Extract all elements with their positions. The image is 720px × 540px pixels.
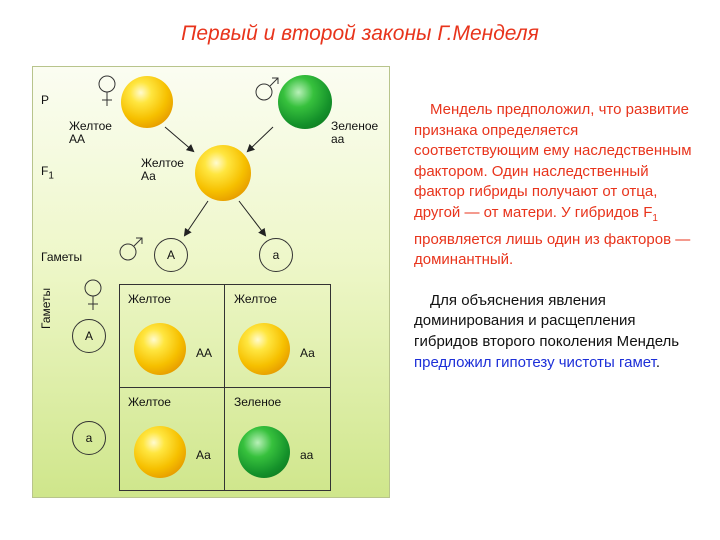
paragraph-1-text-end: проявляется лишь один из факторов — доми… bbox=[414, 230, 691, 269]
label-gametes: Гаметы bbox=[41, 250, 83, 264]
cell-3-genotype: Аа bbox=[196, 448, 211, 462]
female-icon bbox=[98, 75, 116, 106]
gamete-left-dominant: А bbox=[72, 319, 106, 353]
paragraph-2-highlight: предложил гипотезу чистоты гамет bbox=[414, 353, 656, 371]
gamete-left-recessive: а bbox=[72, 421, 106, 455]
cell-4-phenotype: Зеленое bbox=[234, 395, 282, 409]
cell-1-ball bbox=[134, 323, 186, 375]
explanation-text: Мендель предположил, что развитие призна… bbox=[414, 100, 694, 373]
male-icon-gametes bbox=[119, 237, 143, 261]
grid-divider-horizontal bbox=[120, 387, 330, 388]
parent-yellow-ball bbox=[121, 76, 173, 128]
cell-1-genotype: АА bbox=[196, 346, 213, 360]
gamete-top-recessive: а bbox=[259, 238, 293, 272]
male-icon bbox=[255, 77, 279, 101]
cell-2-ball bbox=[238, 323, 290, 375]
f1-phenotype: Желтое bbox=[141, 156, 184, 170]
paragraph-2-text: Для объяснения явления доминирования и р… bbox=[414, 291, 680, 350]
cell-4-ball bbox=[238, 426, 290, 478]
mendel-diagram: P Желтое АА Зеленое аа F1 Желтое Аа Гаме… bbox=[32, 66, 390, 498]
label-f1: F1 bbox=[41, 165, 54, 182]
cell-2-phenotype: Желтое bbox=[234, 292, 277, 306]
arrow-female-to-f1 bbox=[164, 126, 195, 153]
cell-2-genotype: Аа bbox=[300, 346, 315, 360]
cell-3-ball bbox=[134, 426, 186, 478]
paragraph-1-text: Мендель предположил, что развитие призна… bbox=[414, 101, 692, 221]
f1-yellow-ball bbox=[195, 145, 251, 201]
arrow-male-to-f1 bbox=[246, 126, 274, 153]
cell-3-phenotype: Желтое bbox=[128, 395, 171, 409]
cell-4-genotype: аа bbox=[300, 448, 314, 462]
parent-male-phenotype: Зеленое bbox=[331, 119, 379, 133]
punnett-grid: Желтое АА Желтое Аа Желтое Аа Зеленое аа bbox=[119, 284, 331, 491]
parent-female-genotype: АА bbox=[69, 132, 86, 146]
paragraph-1: Мендель предположил, что развитие призна… bbox=[414, 100, 694, 271]
label-f1-letter: F bbox=[41, 164, 49, 178]
arrow-f1-to-gamete-small-a bbox=[238, 200, 267, 237]
arrows bbox=[164, 126, 274, 237]
paragraph-1-subscript: 1 bbox=[652, 212, 658, 224]
label-gametes-vertical: Гаметы bbox=[39, 287, 53, 329]
female-icon-gametes bbox=[84, 279, 102, 310]
parent-female-phenotype: Желтое bbox=[69, 119, 112, 133]
arrow-f1-to-gamete-a bbox=[183, 200, 209, 237]
cell-1-phenotype: Желтое bbox=[128, 292, 171, 306]
paragraph-2: Для объяснения явления доминирования и р… bbox=[414, 291, 694, 373]
paragraph-2-text-end: . bbox=[655, 353, 660, 371]
parent-green-ball bbox=[278, 75, 332, 129]
label-p: P bbox=[41, 93, 50, 107]
parent-male-genotype: аа bbox=[331, 132, 345, 146]
page-title: Первый и второй законы Г.Менделя bbox=[181, 22, 539, 45]
f1-genotype: Аа bbox=[141, 169, 156, 183]
gamete-top-dominant: А bbox=[154, 238, 188, 272]
label-f1-subscript: 1 bbox=[48, 170, 54, 182]
